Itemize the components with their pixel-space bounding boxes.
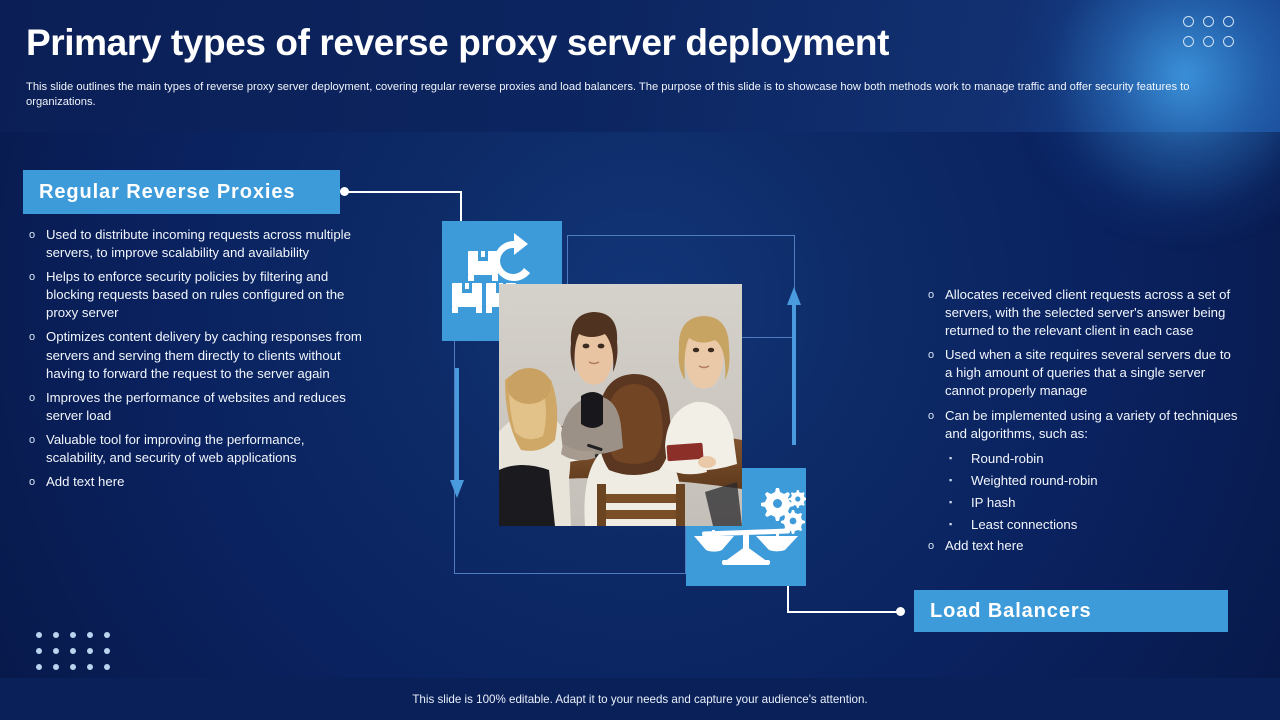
dot-filled <box>69 648 76 654</box>
footer-note: This slide is 100% editable. Adapt it to… <box>412 693 868 706</box>
arrow-down-icon <box>450 368 464 498</box>
left-bullet-list: o Used to distribute incoming requests a… <box>26 226 366 497</box>
page-title: Primary types of reverse proxy server de… <box>26 22 890 63</box>
list-item-add-text[interactable]: o Add text here <box>26 473 366 491</box>
list-item: o Allocates received client requests acr… <box>925 286 1240 340</box>
arrow-down-indicator <box>449 368 465 505</box>
arrow-up-indicator <box>786 285 802 450</box>
sub-bullet-text: Round-robin <box>971 450 1044 466</box>
sub-list-item: ▪ Weighted round-robin <box>925 471 1240 490</box>
bullet-marker: o <box>29 271 36 284</box>
dot-circle <box>1222 16 1234 27</box>
footer-background-band <box>0 678 1280 720</box>
bullet-marker: o <box>928 289 935 301</box>
bullet-text: Can be implemented using a variety of te… <box>945 407 1238 441</box>
bullet-marker: o <box>928 409 935 422</box>
bullet-text: Used to distribute incoming requests acr… <box>46 227 351 261</box>
dot-filled <box>52 664 59 670</box>
sub-list-item: ▪ Round-robin <box>925 449 1240 468</box>
top-right-dot-grid <box>1178 12 1238 52</box>
bullet-text: Helps to enforce security policies by fi… <box>46 269 345 321</box>
dot-filled <box>103 664 110 670</box>
bullet-marker: o <box>29 391 36 404</box>
sub-list-item: ▪ Least connections <box>925 515 1240 534</box>
dot-filled <box>52 632 59 638</box>
connector-line-left-vertical <box>460 191 462 239</box>
bullet-text: Used when a site requires several server… <box>945 347 1231 399</box>
sub-list-item: ▪ IP hash <box>925 493 1240 512</box>
dot-circle <box>1222 36 1234 47</box>
dot-filled <box>35 648 42 654</box>
sub-bullet-marker: ▪ <box>949 474 953 485</box>
list-item-add-text[interactable]: o Add text here <box>925 537 1240 555</box>
list-item: o Optimizes content delivery by caching … <box>26 328 366 382</box>
section-label-text: Load Balancers <box>930 599 1092 622</box>
bullet-text: Allocates received client requests acros… <box>945 287 1231 339</box>
bottom-left-dot-grid <box>30 627 115 675</box>
list-item: o Used to distribute incoming requests a… <box>26 226 366 262</box>
bullet-marker: o <box>29 331 36 344</box>
list-item: o Helps to enforce security policies by … <box>26 268 366 322</box>
sub-bullet-marker: ▪ <box>949 452 953 463</box>
dot-filled <box>103 632 110 638</box>
bullet-text: Add text here <box>46 474 125 490</box>
sub-bullet-text: Least connections <box>971 516 1078 532</box>
connector-dot-right <box>896 607 905 616</box>
connector-line-right-horizontal <box>787 611 897 613</box>
page-subtitle: This slide outlines the main types of re… <box>26 81 1190 108</box>
arrow-up-icon <box>787 287 801 445</box>
section-label-load-balancers[interactable]: Load Balancers <box>914 590 1228 632</box>
bullet-text: Optimizes content delivery by caching re… <box>46 329 362 381</box>
list-item: o Improves the performance of websites a… <box>26 389 366 425</box>
list-item: o Valuable tool for improving the perfor… <box>26 431 366 467</box>
bullet-text: Improves the performance of websites and… <box>46 389 346 423</box>
dot-circle <box>1202 16 1214 27</box>
section-label-text: Regular Reverse Proxies <box>39 180 296 203</box>
bullet-marker: o <box>29 476 36 489</box>
dot-filled <box>69 632 76 638</box>
bullet-marker: o <box>29 229 36 241</box>
dot-filled <box>103 648 110 654</box>
connector-line-right-vertical <box>787 575 789 612</box>
dot-filled <box>86 664 93 670</box>
dot-filled <box>69 664 76 670</box>
bullet-marker: o <box>29 433 36 446</box>
dot-filled <box>86 632 93 638</box>
dot-filled <box>35 664 42 670</box>
sub-bullet-text: Weighted round-robin <box>971 472 1098 488</box>
right-bullet-list: o Allocates received client requests acr… <box>925 286 1240 561</box>
bullet-marker: o <box>928 539 935 552</box>
dot-filled <box>52 648 59 654</box>
meeting-photo <box>499 284 742 526</box>
dot-filled <box>86 648 93 654</box>
dot-filled <box>35 632 42 638</box>
dot-circle <box>1202 36 1214 47</box>
bullet-text: Valuable tool for improving the performa… <box>46 431 305 466</box>
connector-dot-left <box>340 187 349 196</box>
sub-bullet-text: IP hash <box>971 494 1016 510</box>
dot-circle <box>1182 16 1194 27</box>
sub-bullet-marker: ▪ <box>949 496 953 507</box>
list-item: o Can be implemented using a variety of … <box>925 407 1240 443</box>
sub-bullet-marker: ▪ <box>949 518 953 529</box>
meeting-photo-illustration <box>499 284 742 526</box>
section-label-regular-reverse-proxies[interactable]: Regular Reverse Proxies <box>23 170 340 214</box>
bullet-text: Add text here <box>945 537 1024 553</box>
dot-circle <box>1182 36 1194 47</box>
connector-line-left-horizontal <box>348 191 462 193</box>
list-item: o Used when a site requires several serv… <box>925 346 1240 400</box>
bullet-marker: o <box>928 349 935 362</box>
